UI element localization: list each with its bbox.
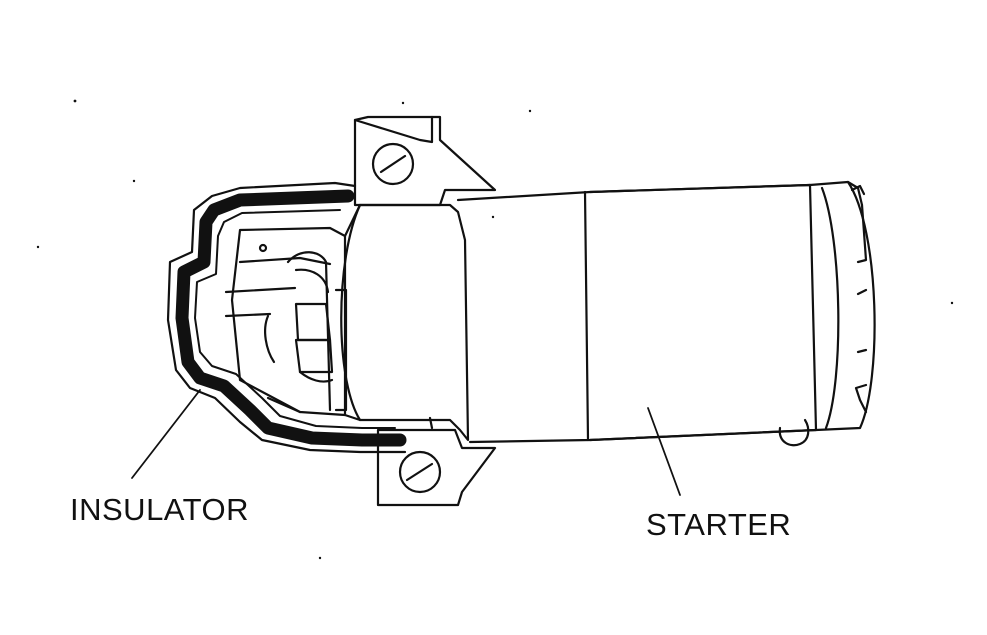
leader-lines <box>131 389 681 496</box>
motor-body <box>456 183 818 444</box>
through-bolt <box>778 418 810 447</box>
rear-end-cap <box>808 180 876 432</box>
speckles <box>36 99 954 560</box>
starter-label: STARTER <box>646 507 792 542</box>
drive-housing <box>340 203 470 442</box>
insulator-boot <box>166 181 407 454</box>
insulator-label: INSULATOR <box>70 492 250 527</box>
insulator-leader <box>131 389 201 479</box>
solenoid-terminals <box>224 226 348 417</box>
starter-leader <box>647 407 681 496</box>
upper-mounting-flange <box>353 115 497 207</box>
lower-mounting-flange <box>376 428 497 507</box>
